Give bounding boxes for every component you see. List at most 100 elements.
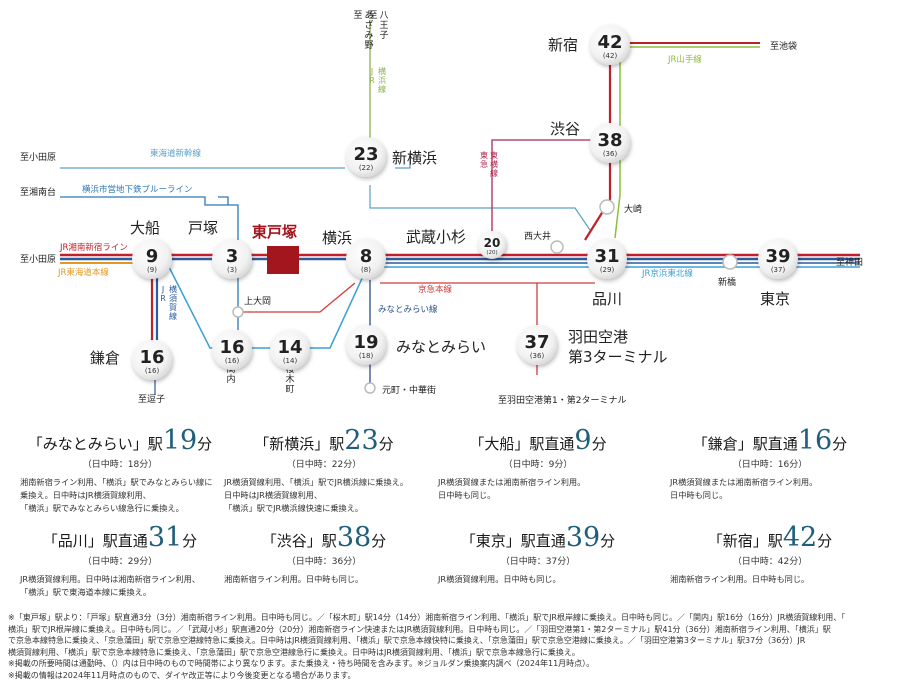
toyoko-line <box>491 139 605 236</box>
card-description: JR横須賀線または湘南新宿ライン利用。日中時も同じ。 <box>428 476 648 502</box>
dir-hachioji: 至八王子 <box>368 10 388 41</box>
card-description: JR横須賀線または湘南新宿ライン利用。日中時も同じ。 <box>660 476 880 502</box>
card-daytime: （日中時：36分） <box>286 557 362 567</box>
vertical-char: ざ <box>364 19 373 31</box>
vertical-char: 賀 <box>169 302 177 312</box>
time-card: 「大船」駅直通9分（日中時：9分）JR横須賀線または湘南新宿ライン利用。日中時も… <box>428 425 648 502</box>
tokaido-shinkansen-line-2 <box>395 155 411 169</box>
time-bubble-totsuka: 3(3) <box>212 239 252 279</box>
label-yamanote: JR山手線 <box>667 54 702 65</box>
vertical-char: 至 <box>353 10 362 21</box>
label-tokaido-main: JR東海道本線 <box>57 267 109 278</box>
time-bubble-shinyokohama: 23(22) <box>346 137 386 177</box>
card-description-line: JR横須賀線または湘南新宿ライン利用。 <box>670 477 818 487</box>
card-minutes: 19 <box>162 425 198 456</box>
bubble-daytime-minutes: (14) <box>283 357 298 365</box>
route-map: 至小田原 至湘南台 至小田原 至池袋 至神田 至逗子 至羽田空港第1・第2ターミ… <box>20 10 863 406</box>
label-minatomirai-line: みなとみらい線 <box>378 304 438 315</box>
bubble-circle <box>758 239 798 279</box>
card-daytime: （日中時：16分） <box>732 460 808 470</box>
dir-shonandai: 至湘南台 <box>20 186 56 198</box>
bubble-minutes: 37 <box>524 332 549 353</box>
station-motomachi: 元町・中華街 <box>382 384 436 396</box>
vertical-char: 須 <box>169 294 177 303</box>
card-daytime: （日中時：42分） <box>732 557 808 567</box>
card-minutes: 23 <box>344 425 379 456</box>
station-osaki: 大崎 <box>624 203 642 215</box>
haneda-label-line: 第3ターミナル <box>568 348 668 366</box>
vertical-char: 急 <box>480 159 488 169</box>
note-line: ※掲載の情報は2024年11月時点のもので、ダイヤ改正等により今後変更となる場合… <box>8 670 356 680</box>
bubble-circle <box>132 239 172 279</box>
vertical-char: あ <box>364 10 373 21</box>
note-line: 横須賀線利用、「横浜」駅で京急本線特急に乗換え、「京急蒲田」駅で京急空港線急行に… <box>8 647 580 657</box>
time-card: 「品川」駅直通31分（日中時：29分）JR横須賀線利用。日中時は湘南新宿ライン利… <box>10 522 230 599</box>
card-description-line: JR横須賀線利用。日中時は湘南新宿ライン利用、 <box>20 574 201 584</box>
footnotes: ※「東戸塚」駅より：「戸塚」駅直通3分（3分）湘南新宿ライン利用。日中時も同じ。… <box>8 612 892 681</box>
bubble-daytime-minutes: (16) <box>145 367 160 375</box>
negishi-line <box>167 264 366 349</box>
card-heading: 「新横浜」駅23分 <box>214 425 434 456</box>
bubble-minutes: 19 <box>353 332 378 353</box>
vertical-char: R <box>369 76 375 85</box>
bubble-circle <box>590 25 630 65</box>
card-description-line: 乗換え。日中時はJR横須賀線利用、 <box>20 490 151 500</box>
vertical-char: 王 <box>379 20 388 31</box>
card-unit: 分 <box>378 435 394 453</box>
time-card: 「鎌倉」駅直通16分（日中時：16分）JR横須賀線または湘南新宿ライン利用。日中… <box>660 425 880 502</box>
bubble-daytime-minutes: (22) <box>359 164 374 172</box>
card-minutes: 42 <box>782 522 818 553</box>
station-shinyokohama: 新横浜 <box>392 149 437 167</box>
time-bubble-shibuya: 38(36) <box>590 123 630 163</box>
bubble-circle <box>132 340 172 380</box>
bubble-circle <box>346 325 386 365</box>
card-minutes: 16 <box>797 425 833 456</box>
card-daytime: （日中時：18分） <box>82 460 158 470</box>
vertical-char: 線 <box>490 168 498 178</box>
time-bubble-kamakura: 16(16) <box>132 340 172 380</box>
vertical-char: 内 <box>226 373 235 385</box>
higashitotsuka-marker <box>267 246 299 274</box>
bubble-circle <box>212 239 252 279</box>
station-shinjuku: 新宿 <box>548 36 578 54</box>
bubble-circle <box>517 325 557 365</box>
card-heading: 「東京」駅直通39分 <box>428 522 648 553</box>
vertical-char: 町 <box>285 385 294 395</box>
bubble-minutes: 3 <box>226 246 239 267</box>
haneda-label-line: 羽田空港 <box>568 328 628 346</box>
keikyu-to-kamiooka <box>238 282 356 313</box>
time-card: 「東京」駅直通39分（日中時：37分）JR横須賀線利用。日中時も同じ。 <box>428 522 648 586</box>
dot-nishioi <box>550 240 564 254</box>
label-shonan-shinjuku: JR湘南新宿ライン <box>59 242 128 253</box>
bubble-daytime-minutes: (3) <box>227 266 237 274</box>
card-unit: 分 <box>197 435 213 453</box>
note-line: 横浜」駅でJR根岸線に乗換え。日中時も同じ。／「武蔵小杉」駅直通20分（20分）… <box>8 624 831 634</box>
vertical-char: み <box>364 30 373 41</box>
dot-motomachi <box>364 382 376 394</box>
card-destination: 「東京」駅直通 <box>460 532 566 550</box>
time-bubble-minatomirai: 19(18) <box>346 325 386 365</box>
time-card: 「新宿」駅42分（日中時：42分）湘南新宿ライン利用。日中時も同じ。 <box>660 522 880 586</box>
card-destination: 「渋谷」駅 <box>261 532 337 550</box>
sotetsu-link <box>369 185 591 231</box>
bubble-daytime-minutes: (18) <box>359 352 374 360</box>
label-keikyu: 京急本線 <box>418 284 453 295</box>
vertical-char: J <box>370 67 373 76</box>
card-description-line: 湘南新宿ライン利用。日中時も同じ。 <box>224 574 364 584</box>
card-description: 湘南新宿ライン利用、「横浜」駅でみなとみらい線に乗換え。日中時はJR横須賀線利用… <box>10 476 230 515</box>
station-shinbashi: 新橋 <box>718 276 736 288</box>
vertical-char: 八 <box>379 11 388 21</box>
vertical-char: 線 <box>378 84 386 94</box>
dir-haneda-12: 至羽田空港第1・第2ターミナル <box>498 394 626 406</box>
time-bubble-ofuna: 9(9) <box>132 239 172 279</box>
bubble-minutes: 20 <box>484 236 501 250</box>
bubble-minutes: 16 <box>139 347 164 368</box>
vertical-char: 横 <box>490 159 498 169</box>
vertical-char: 線 <box>169 311 177 321</box>
card-description-line: 「横浜」駅でみなとみらい線急行に乗換え。 <box>20 503 184 513</box>
bubble-minutes: 39 <box>765 246 790 267</box>
time-bubble-tokyo: 39(37) <box>758 239 798 279</box>
station-kamakura: 鎌倉 <box>90 349 120 367</box>
station-totsuka: 戸塚 <box>188 219 218 237</box>
